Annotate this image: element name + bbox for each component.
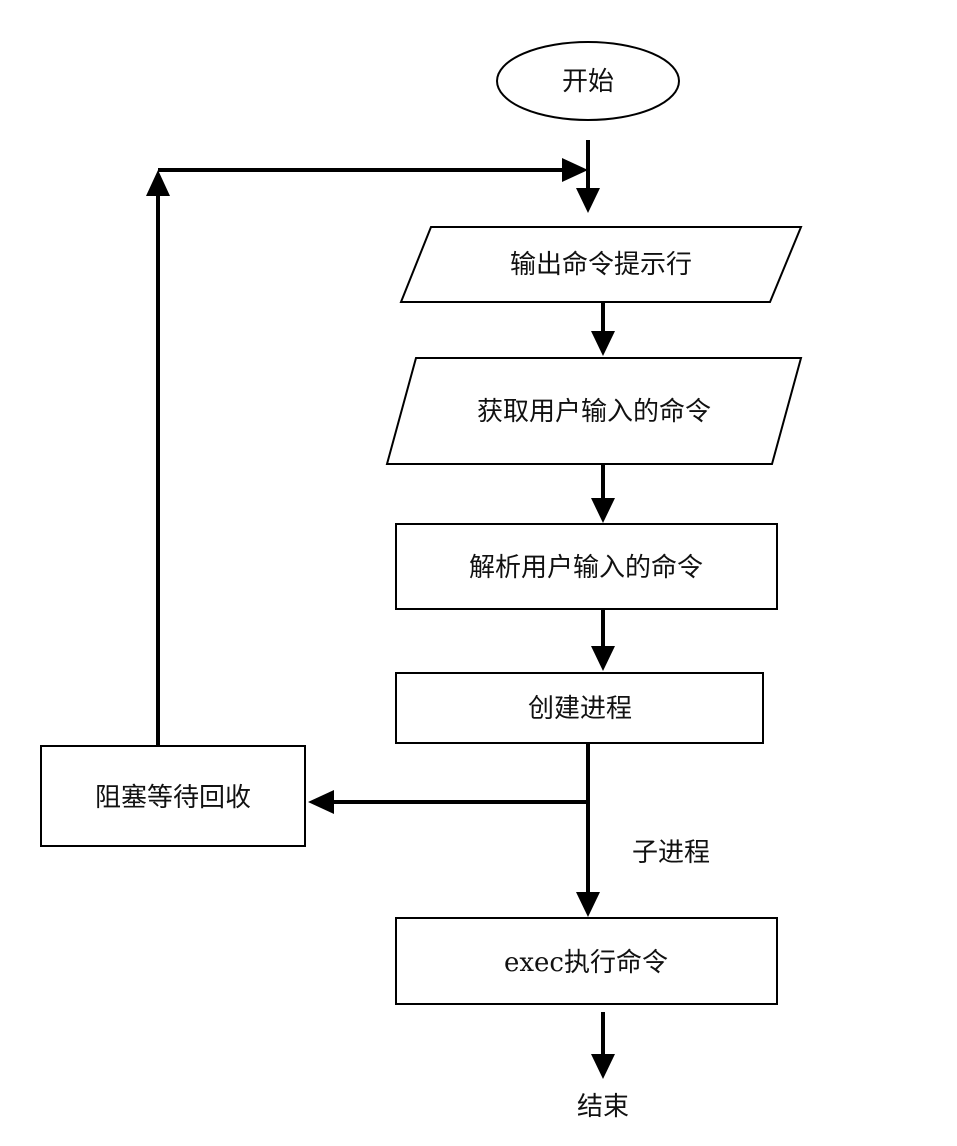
arrow-exec-to-end: [591, 1054, 615, 1079]
start-node: 开始: [496, 41, 680, 121]
exec-command-node: exec执行命令: [395, 917, 778, 1005]
create-process-label: 创建进程: [528, 694, 632, 724]
child-process-label: 子进程: [632, 838, 710, 868]
arrow-parse-to-create: [591, 646, 615, 671]
arrow-input-to-parse: [591, 498, 615, 523]
parse-input-label: 解析用户输入的命令: [469, 553, 703, 583]
arrow-create-to-wait: [308, 790, 334, 814]
get-input-label: 获取用户输入的命令: [477, 397, 711, 427]
end-label: 结束: [577, 1092, 629, 1122]
output-prompt-label: 输出命令提示行: [510, 250, 692, 280]
arrow-wait-loop-up: [146, 170, 170, 196]
output-prompt-node: 输出命令提示行: [399, 226, 803, 303]
arrow-create-to-exec: [576, 892, 600, 917]
parse-input-node: 解析用户输入的命令: [395, 523, 778, 610]
wait-reap-node: 阻塞等待回收: [40, 745, 306, 847]
arrow-output-to-input: [591, 331, 615, 356]
create-process-node: 创建进程: [395, 672, 764, 744]
get-input-node: 获取用户输入的命令: [385, 357, 803, 465]
arrow-loop-top: [562, 158, 588, 182]
start-node-label: 开始: [562, 67, 614, 97]
wait-reap-label: 阻塞等待回收: [95, 783, 251, 813]
exec-command-label: exec执行命令: [504, 948, 668, 978]
arrow-start-to-output: [576, 188, 600, 213]
